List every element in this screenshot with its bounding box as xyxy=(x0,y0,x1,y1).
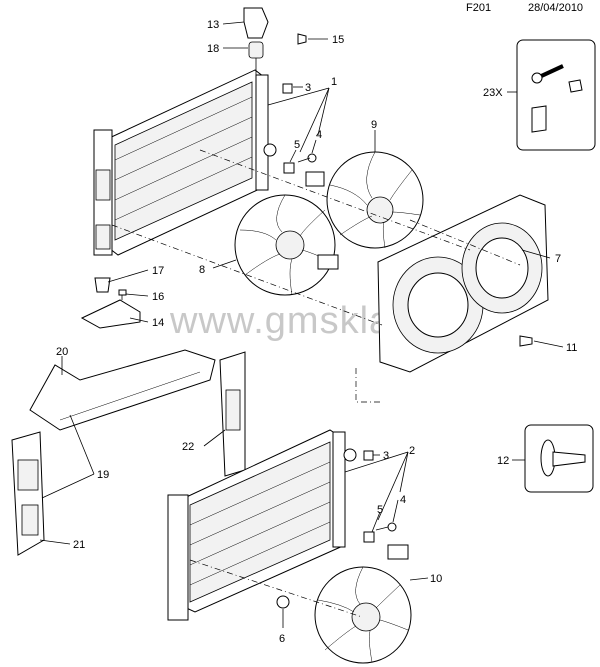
fan-8 xyxy=(234,194,339,296)
callout-labels: 13 15 18 3 1 4 5 9 7 8 17 16 14 11 20 22… xyxy=(56,19,577,645)
lower-hardware xyxy=(276,450,397,609)
upper-radiator xyxy=(93,69,277,256)
callout-16: 16 xyxy=(152,291,164,303)
callout-21: 21 xyxy=(73,539,85,551)
callout-3-upper: 3 xyxy=(305,82,311,94)
assembly-lines xyxy=(111,149,521,618)
callout-4-lower: 4 xyxy=(400,494,406,506)
callout-14: 14 xyxy=(152,317,164,329)
callout-11: 11 xyxy=(566,342,577,354)
callout-2: 2 xyxy=(409,445,415,457)
callout-13: 13 xyxy=(207,19,219,31)
callout-19: 19 xyxy=(97,469,109,481)
callout-7: 7 xyxy=(555,253,561,265)
callout-9: 9 xyxy=(371,119,377,131)
lower-radiator xyxy=(167,429,357,621)
callout-6: 6 xyxy=(279,633,285,645)
air-deflectors xyxy=(11,349,246,556)
callout-5-lower: 5 xyxy=(377,504,383,516)
diagram-date: 28/04/2010 xyxy=(528,2,584,14)
leader-lines xyxy=(39,21,564,628)
callout-22: 22 xyxy=(182,441,194,453)
callout-4-upper: 4 xyxy=(316,129,322,141)
callout-17: 17 xyxy=(152,265,164,277)
callout-5-upper: 5 xyxy=(294,139,300,151)
callout-12: 12 xyxy=(497,455,509,467)
upper-mount-bracket xyxy=(243,7,307,75)
lower-mount-bracket xyxy=(80,277,141,329)
upper-hardware xyxy=(282,83,317,174)
callout-18: 18 xyxy=(207,43,219,55)
callout-23x: 23X xyxy=(483,87,503,99)
fan-10 xyxy=(314,544,412,664)
callout-1: 1 xyxy=(331,76,337,88)
diagram-code: F201 xyxy=(466,2,492,14)
callout-20: 20 xyxy=(56,346,68,358)
callout-8: 8 xyxy=(199,264,205,276)
inset-bolt-kit xyxy=(516,39,596,151)
fan-shroud-7 xyxy=(377,194,549,373)
inset-clip xyxy=(524,424,594,493)
callout-3-lower: 3 xyxy=(383,450,389,462)
callout-10: 10 xyxy=(430,573,442,585)
callout-15: 15 xyxy=(332,34,344,46)
